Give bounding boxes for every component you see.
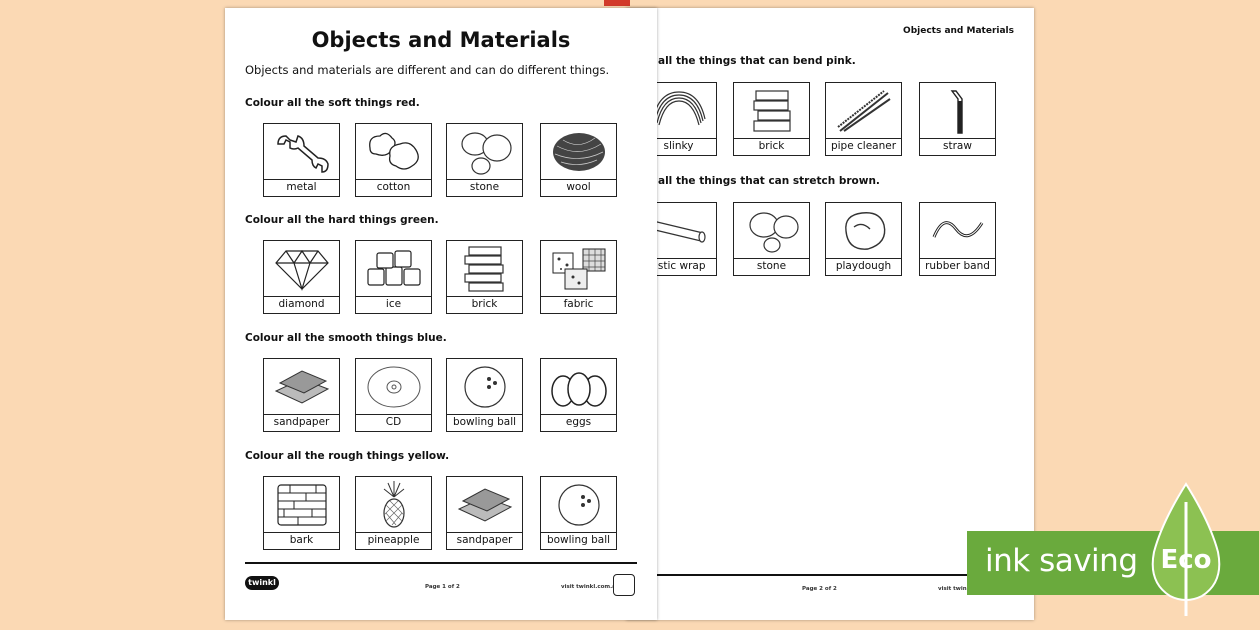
- sandpaper-icon: [264, 359, 339, 414]
- card-label: CD: [356, 414, 431, 431]
- card-bowling-ball: bowling ball: [540, 476, 617, 550]
- card-label: rubber band: [920, 258, 995, 275]
- card-sandpaper: sandpaper: [446, 476, 523, 550]
- card-label: eggs: [541, 414, 616, 431]
- bowling-ball-icon: [541, 477, 616, 532]
- card-rubber-band: rubber band: [919, 202, 996, 276]
- stones-icon: [447, 124, 522, 179]
- card-label: bowling ball: [541, 532, 616, 549]
- leaf-icon: [1151, 482, 1221, 616]
- straw-icon: [920, 83, 995, 138]
- fabric-swatches-icon: [541, 241, 616, 296]
- card-label: stone: [734, 258, 809, 275]
- bricks-icon: [447, 241, 522, 296]
- red-tab-decoration: [604, 0, 630, 6]
- footer-site: visit twinkl.com.au: [561, 584, 620, 590]
- card-bowling-ball: bowling ball: [446, 358, 523, 432]
- card-wool: wool: [540, 123, 617, 197]
- instruction-soft: Colour all the soft things red.: [245, 97, 420, 109]
- card-brick: brick: [733, 82, 810, 156]
- cd-icon: [356, 359, 431, 414]
- card-metal: metal: [263, 123, 340, 197]
- card-fabric: fabric: [540, 240, 617, 314]
- card-label: metal: [264, 179, 339, 196]
- card-label: cotton: [356, 179, 431, 196]
- worksheet-page-2: Objects and Materials all the things tha…: [626, 8, 1034, 620]
- footer-divider: [245, 562, 637, 564]
- eco-badge: Eco: [1160, 545, 1212, 575]
- rubber-band-icon: [920, 203, 995, 258]
- twinkl-badge-icon: [613, 574, 635, 596]
- cotton-balls-icon: [356, 124, 431, 179]
- card-eggs: eggs: [540, 358, 617, 432]
- eggs-icon: [541, 359, 616, 414]
- card-pineapple: pineapple: [355, 476, 432, 550]
- card-label: bark: [264, 532, 339, 549]
- wool-icon: [541, 124, 616, 179]
- card-label: pipe cleaner: [826, 138, 901, 155]
- pipe-cleaner-icon: [826, 83, 901, 138]
- card-label: wool: [541, 179, 616, 196]
- instruction-bend: all the things that can bend pink.: [658, 55, 856, 67]
- card-label: stone: [447, 179, 522, 196]
- footer-site: visit twinkl: [938, 586, 973, 592]
- slinky-icon: [641, 83, 716, 138]
- instruction-rough: Colour all the rough things yellow.: [245, 450, 450, 462]
- pineapple-icon: [356, 477, 431, 532]
- card-brick: brick: [446, 240, 523, 314]
- card-diamond: diamond: [263, 240, 340, 314]
- card-label: sandpaper: [264, 414, 339, 431]
- footer-divider: [646, 574, 1016, 576]
- stones-icon: [734, 203, 809, 258]
- ice-cubes-icon: [356, 241, 431, 296]
- card-label: ice: [356, 296, 431, 313]
- card-label: brick: [734, 138, 809, 155]
- card-label: straw: [920, 138, 995, 155]
- card-cd: CD: [355, 358, 432, 432]
- bark-icon: [264, 477, 339, 532]
- page-number: Page 1 of 2: [425, 584, 460, 590]
- card-label: diamond: [264, 296, 339, 313]
- page-header: Objects and Materials: [903, 26, 1014, 36]
- playdough-icon: [826, 203, 901, 258]
- card-cotton: cotton: [355, 123, 432, 197]
- card-label: bowling ball: [447, 414, 522, 431]
- card-label: playdough: [826, 258, 901, 275]
- card-straw: straw: [919, 82, 996, 156]
- sandpaper-icon: [447, 477, 522, 532]
- card-label: fabric: [541, 296, 616, 313]
- card-playdough: playdough: [825, 202, 902, 276]
- card-label: pineapple: [356, 532, 431, 549]
- card-label: astic wrap: [641, 258, 716, 275]
- card-label: sandpaper: [447, 532, 522, 549]
- instruction-hard: Colour all the hard things green.: [245, 214, 439, 226]
- worksheet-page-1: Objects and Materials Objects and materi…: [225, 8, 657, 620]
- banner-text: ink saving: [985, 543, 1138, 579]
- card-stone: stone: [446, 123, 523, 197]
- card-pipe-cleaner: pipe cleaner: [825, 82, 902, 156]
- card-label: slinky: [641, 138, 716, 155]
- bricks-icon: [734, 83, 809, 138]
- instruction-smooth: Colour all the smooth things blue.: [245, 332, 447, 344]
- wrench-icon: [264, 124, 339, 179]
- bowling-ball-icon: [447, 359, 522, 414]
- card-sandpaper: sandpaper: [263, 358, 340, 432]
- card-bark: bark: [263, 476, 340, 550]
- page-number: Page 2 of 2: [802, 586, 837, 592]
- page-title: Objects and Materials: [311, 28, 571, 52]
- instruction-stretch: all the things that can stretch brown.: [658, 175, 880, 187]
- diamond-icon: [264, 241, 339, 296]
- card-label: brick: [447, 296, 522, 313]
- twinkl-logo: twinkl: [245, 576, 279, 590]
- card-stone: stone: [733, 202, 810, 276]
- intro-text: Objects and materials are different and …: [245, 63, 610, 77]
- card-ice: ice: [355, 240, 432, 314]
